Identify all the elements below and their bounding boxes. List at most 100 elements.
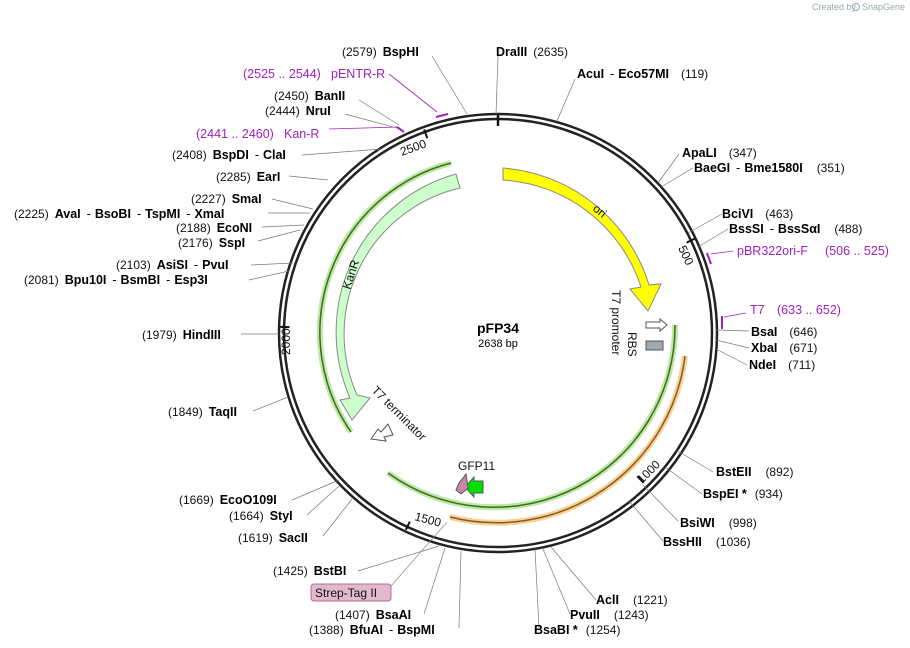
leader-bstbi [357,545,440,572]
site-bsssi: BssSI-BssSαI(488) [729,222,862,236]
site-apali: ApaLI(347) [682,146,757,160]
strep-tag-box[interactable] [310,583,392,602]
gfp11-arrow[interactable] [464,475,484,499]
site-esp3i: (2081)Bpu10I-BsmBI-Esp3I [24,273,208,287]
site-hindiii: (1979)HindIII [142,328,221,342]
site-bcivi: BciVI(463) [722,207,793,221]
t7-promoter-arrow[interactable] [645,317,668,333]
site-bsai: BsaI(646) [751,325,817,339]
orf-inner-line [387,324,676,509]
leader-bsssi [697,228,729,248]
leader-bsteii [675,449,714,473]
leader-ecoo109i [291,479,340,501]
primer-kan-r-range: (2441 .. 2460) [196,127,274,141]
leader-bsaai [423,547,446,615]
site-econi: (2188)EcoNI [176,221,252,235]
leader-pvuii [542,548,571,615]
primer-pentr-r-name: pENTR-R [331,67,385,81]
site-draiii: DraIII(2635) [496,45,568,59]
leader-eari [288,175,329,181]
leader-bsiwi [642,484,679,522]
tick-1000 [636,475,645,484]
site-bsshii: BssHII(1036) [663,535,751,549]
primer-pbr322ori-f-name: pBR322ori-F [737,244,808,258]
leader-xbai [715,339,750,349]
tick-2500 [423,129,429,139]
site-sspi: (2176)SspI [178,236,245,250]
primer-t7-name: T7 [750,303,765,317]
leader-bsabi [534,548,540,629]
site-taqii: (1849)TaqII [168,405,237,419]
site-bsteii: BstEII(892) [716,465,793,479]
leader-bme1580i [660,167,694,188]
primer-pentr-r-mark [435,113,449,118]
site-pvui: (2103)AsiSI-PvuI [116,258,229,272]
primer-pbr322ori-f-leader [710,250,734,255]
leader-draiii [495,55,499,115]
credit-prefix: Created by [812,2,857,12]
leader-pvui [250,262,294,266]
site-nrui: (2444)NruI [265,104,331,118]
leader-acui [556,78,576,122]
t7-terminator-icon[interactable] [370,423,394,442]
leader-bspei [664,466,703,495]
site-smai: (2227)SmaI [191,192,262,206]
leader-taqii [252,396,289,412]
site-eari: (2285)EarI [216,170,280,184]
primer-t7-leader [723,312,747,318]
site-bsabi: BsaBI *(1254) [534,623,620,637]
leader-apali [657,153,680,184]
leader-bsshii [628,500,664,542]
primer-t7-range: (633 .. 652) [777,303,841,317]
leader-styi [306,485,340,516]
tick-label-2000: 2000 [279,328,293,355]
leader-econi [261,224,305,228]
site-acli: AclI(1221) [596,593,668,607]
tick-label-1500: 1500 [413,509,443,530]
tick-500 [686,237,696,244]
kanr-arrow[interactable] [335,173,461,421]
leader-sacii [322,498,353,537]
site-bstbi: (1425)BstBI [273,564,346,578]
leader-sspi [257,229,301,242]
site-ndei: NdeI(711) [749,358,815,372]
plasmid-length: 2638 bp [478,338,518,350]
plasmid-name: pFP34 [477,320,519,336]
primer-pbr322ori-f-mark [706,252,712,265]
site-xmai: (2225)AvaI-BsoBI-TspMI-XmaI [14,207,224,221]
ori-arrow[interactable] [502,167,662,312]
primer-pentr-r-range: (2525 .. 2544) [243,67,321,81]
site-bsphi: (2579)BspHI [342,45,419,59]
rbs-label: RBS [625,332,639,357]
leader-bsphi [431,55,468,115]
site-banii: (2450)BanII [274,89,345,103]
credit-brand: SnapGene [862,2,905,12]
rbs-box[interactable] [645,340,664,351]
site-clai: (2408)BspDI-ClaI [172,148,286,162]
strep-tag-label: Strep-Tag II [315,586,377,600]
leader-bsai [715,329,750,332]
leader-banii [358,99,400,126]
snapgene-logo-icon [852,3,860,11]
primer-kan-r-mark [396,126,405,133]
tick-label-2500: 2500 [398,136,428,158]
site-bsaai: (1407)BsaAI [335,608,411,622]
leader-nrui [344,113,398,129]
site-ecoo109i: (1669)EcoO109I [179,493,277,507]
site-styi: (1664)StyI [229,509,293,523]
leader-ndei [715,348,748,366]
site-xbai: XbaI(671) [751,341,817,355]
leader-bspmi [458,550,462,629]
strep-tag-leader [390,521,448,587]
primer-pbr322ori-f-range: (506 .. 525) [825,244,889,258]
tick-1500 [404,521,411,531]
strep-tag-shape[interactable] [455,472,469,495]
site-bme1580i: BaeGI-Bme1580I(351) [694,161,845,175]
leader-esp3i [248,270,290,281]
orf-kanr-line [319,162,452,433]
leader-acli [550,546,597,601]
site-bsiwi: BsiWI(998) [680,516,757,530]
primer-kan-r-name: Kan-R [284,127,319,141]
site-labels: (2579)BspHI DraIII(2635) AcuI-Eco57MI(11… [14,45,862,637]
orf-outer-glow [449,355,688,526]
